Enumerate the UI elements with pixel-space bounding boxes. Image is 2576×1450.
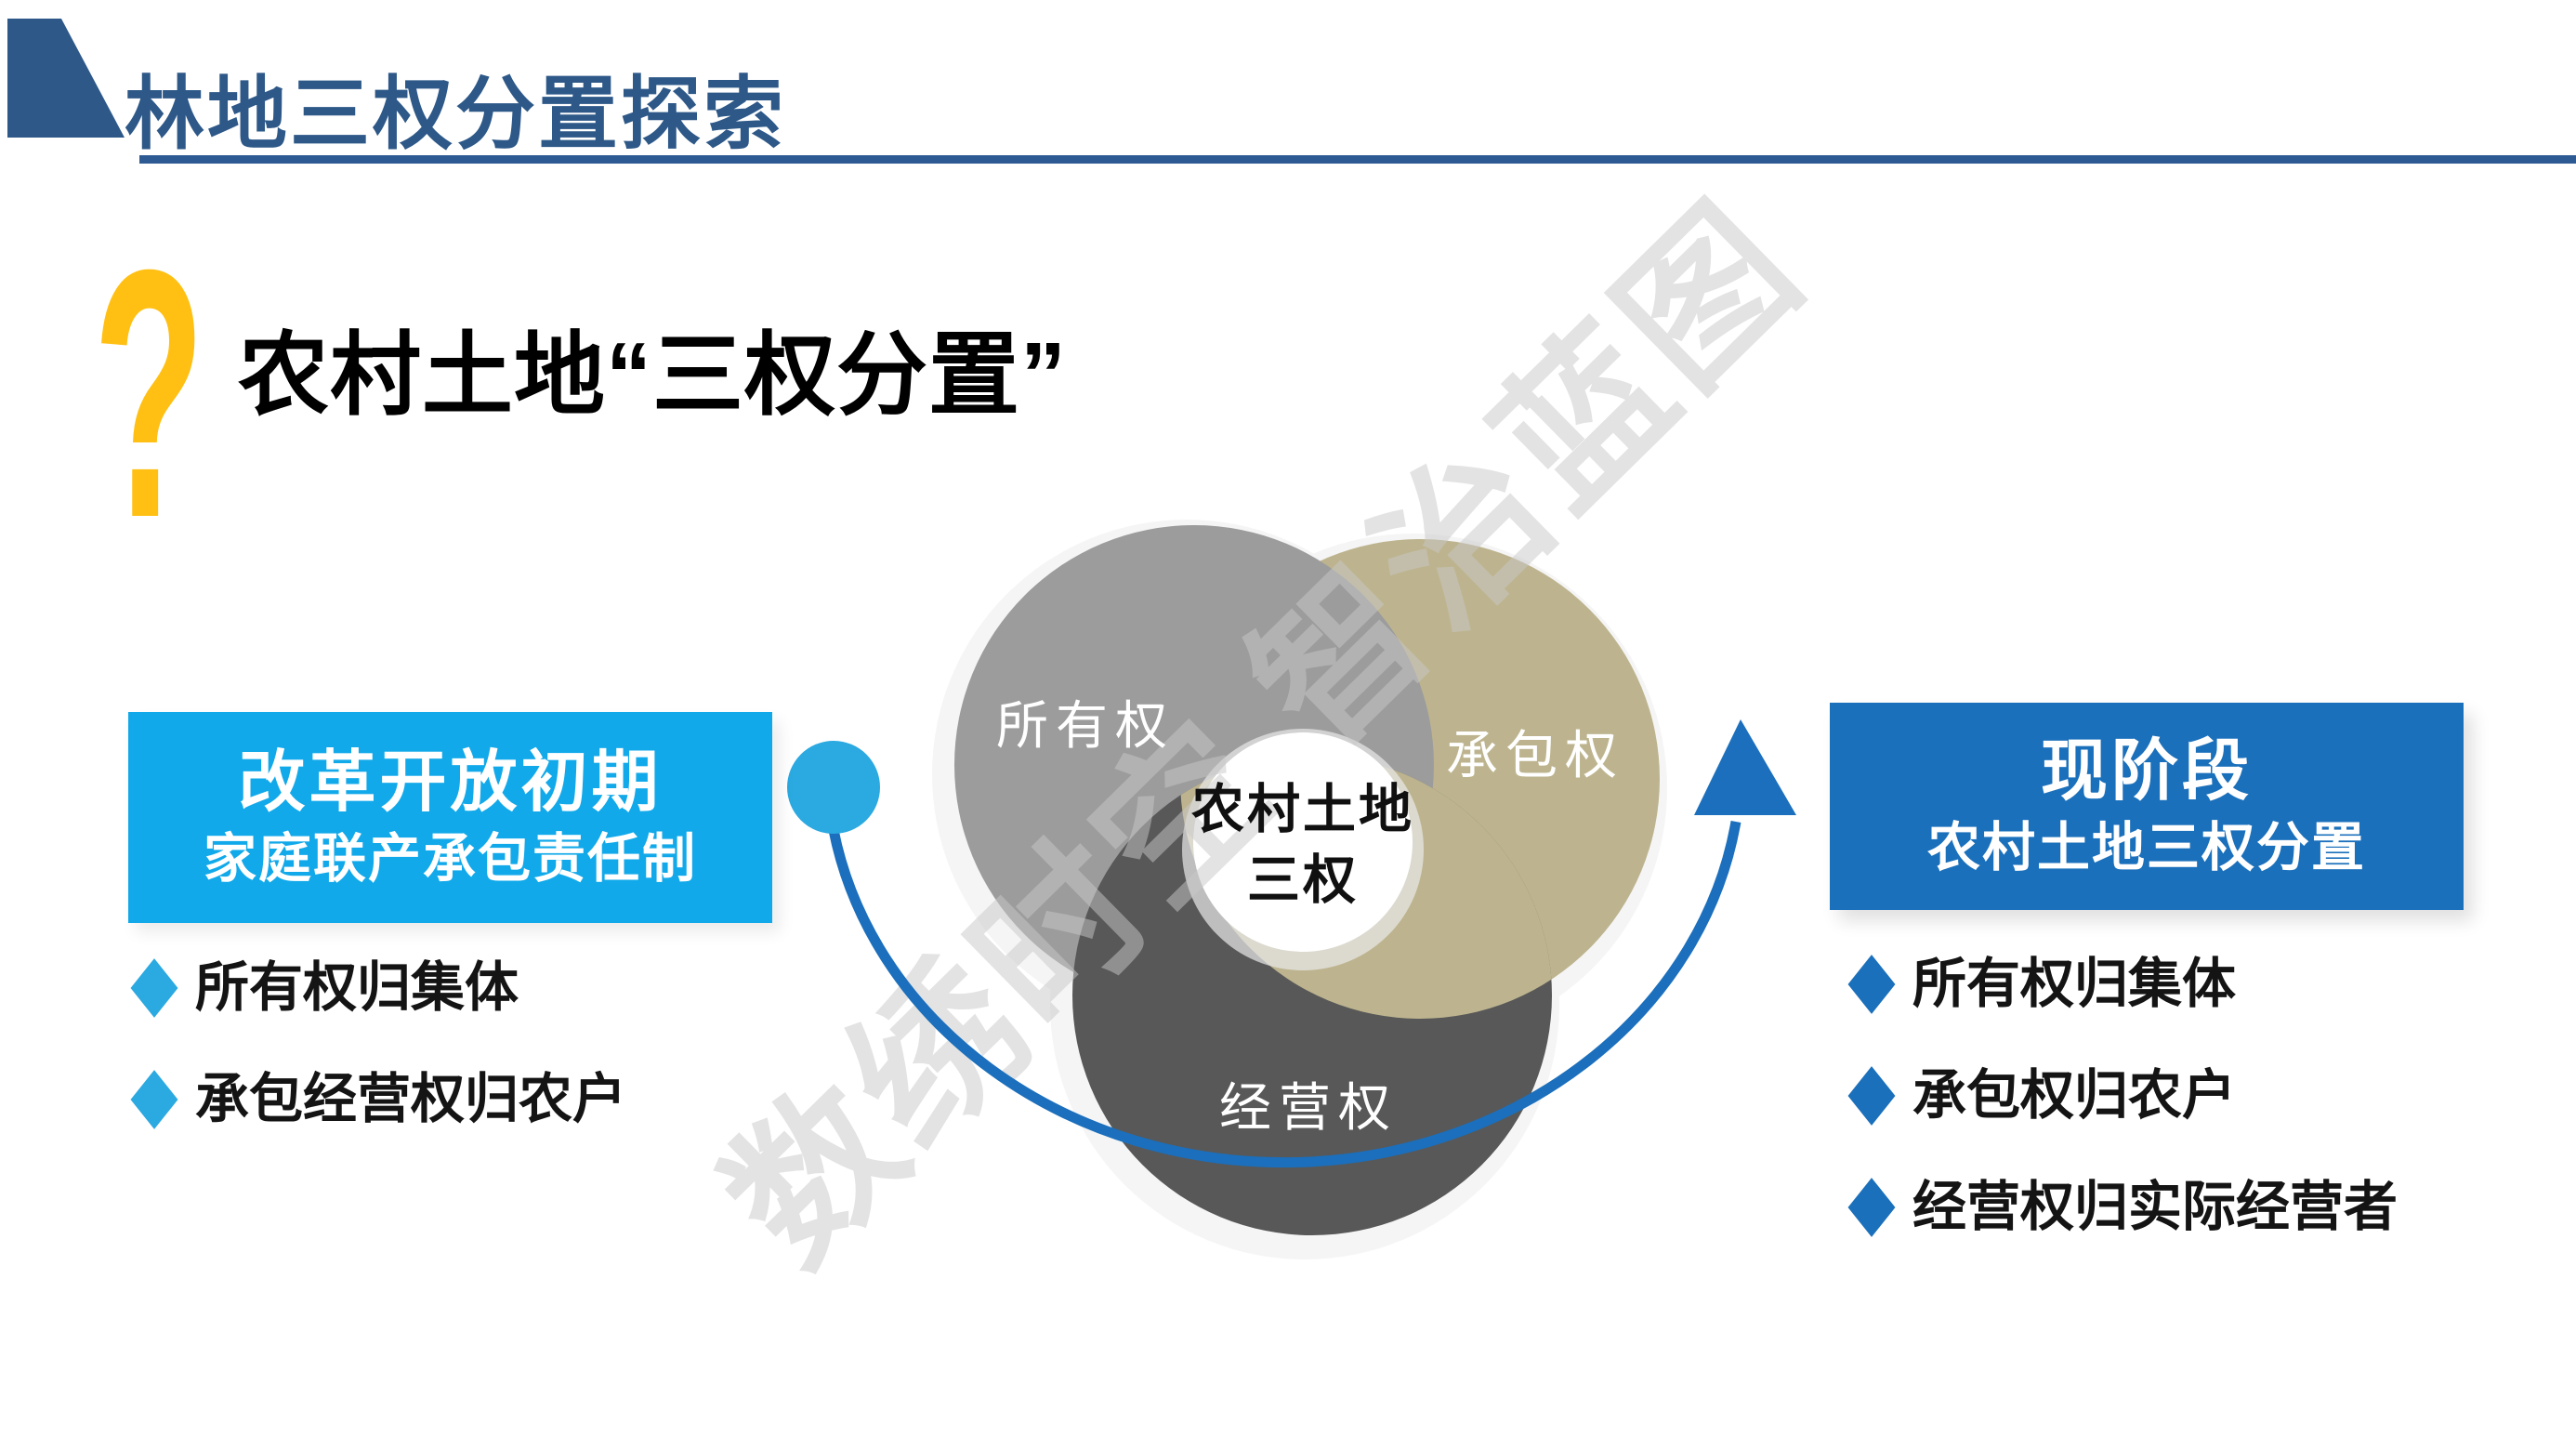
center-label-line1: 农村土地	[1191, 780, 1414, 839]
right-bullet-3-label: 经营权归实际经营者	[1912, 1177, 2399, 1237]
era-box-current-stage: 现阶段 农村土地三权分置	[1830, 703, 2464, 910]
timeline-start-dot	[787, 741, 880, 834]
right-bullet-1: 所有权归集体	[1847, 952, 2237, 1017]
right-bullet-1-label: 所有权归集体	[1912, 954, 2237, 1014]
label-ownership-right: 所有权	[996, 698, 1175, 756]
diamond-bullet-icon	[1847, 1178, 1896, 1237]
era-box-early-title: 改革开放初期	[238, 745, 663, 820]
curved-arrow-line	[828, 821, 1741, 1168]
left-bullet-1-label: 所有权归集体	[195, 957, 519, 1018]
center-circle	[1193, 732, 1413, 952]
diamond-bullet-icon	[130, 1070, 178, 1129]
center-label-line2: 三权	[1247, 850, 1359, 910]
label-contract-right: 承包权	[1446, 728, 1624, 785]
right-bullet-3: 经营权归实际经营者	[1847, 1175, 2399, 1240]
right-bullet-2: 承包权归农户	[1847, 1063, 2237, 1128]
question-mark-icon: ?	[93, 196, 205, 591]
left-bullet-1: 所有权归集体	[130, 956, 519, 1021]
left-bullet-2: 承包经营权归农户	[130, 1067, 627, 1132]
era-box-current-subtitle: 农村土地三权分置	[1927, 818, 2366, 877]
right-bullet-2-label: 承包权归农户	[1912, 1065, 2237, 1126]
era-box-early-reform: 改革开放初期 家庭联产承包责任制	[128, 712, 772, 923]
diamond-bullet-icon	[1847, 1066, 1896, 1126]
diamond-bullet-icon	[1847, 955, 1896, 1014]
label-management-right: 经营权	[1219, 1080, 1398, 1138]
page-title: 林地三权分置探索	[125, 70, 786, 159]
left-bullet-2-label: 承包经营权归农户	[195, 1069, 627, 1129]
era-box-current-title: 现阶段	[2040, 734, 2253, 809]
diamond-bullet-icon	[130, 958, 178, 1018]
era-box-early-subtitle: 家庭联产承包责任制	[204, 829, 697, 889]
arrow-head-icon	[1694, 719, 1796, 815]
section-heading: 农村土地“三权分置”	[238, 323, 1068, 426]
title-underline	[139, 155, 2576, 164]
